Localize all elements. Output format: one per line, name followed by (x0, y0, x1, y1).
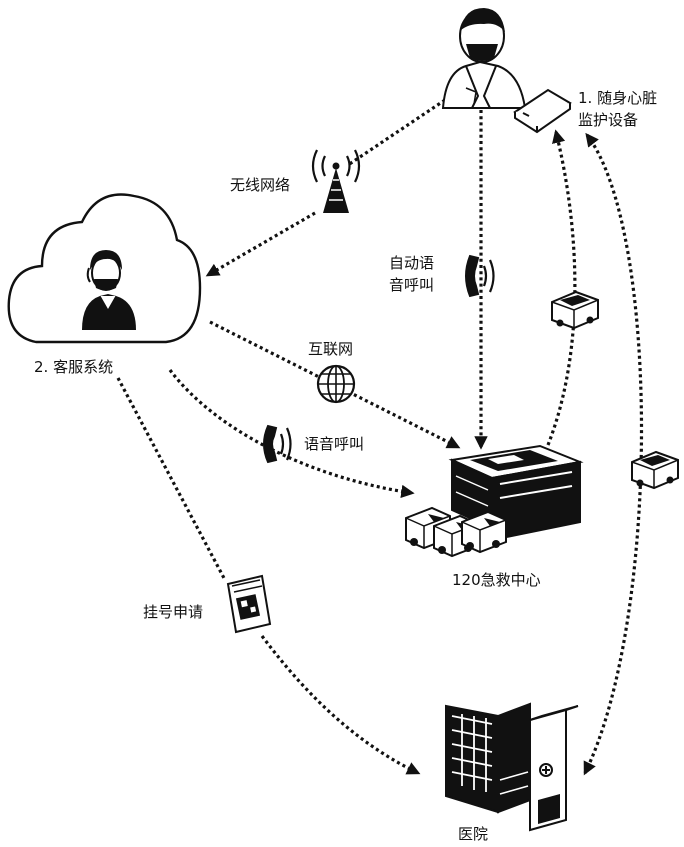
monitor-device-label-line2: 监护设备 (578, 111, 638, 129)
radio-tower-icon (313, 150, 359, 213)
arrow-tower-to-cloud (208, 213, 315, 275)
arrow-cloud-to-registration (118, 378, 225, 580)
arrow-emergency-to-device (548, 132, 575, 445)
arrow-cloud-voice-to-emergency (170, 370, 412, 493)
auto-voice-call-label-line2: 音呼叫 (389, 276, 434, 294)
auto-voice-call-label: 自动语 (389, 254, 434, 272)
ambulance-icon (552, 292, 598, 328)
wireless-network-label: 无线网络 (230, 176, 290, 194)
hospital-building-icon (446, 704, 578, 830)
registration-request-label: 挂号申请 (143, 603, 203, 621)
phone-handset-icon (264, 426, 291, 462)
globe-icon (318, 366, 354, 402)
internet-label: 互联网 (308, 340, 353, 358)
arrow-registration-to-hospital (262, 636, 418, 773)
ambulance-icon (632, 452, 678, 488)
voice-call-label: 语音呼叫 (304, 435, 364, 453)
patient-icon (443, 8, 525, 108)
connectors (118, 100, 642, 773)
hospital-label: 医院 (458, 825, 488, 843)
ambulance-fleet-icon (406, 508, 506, 556)
arrow-device-to-hospital (585, 135, 642, 773)
arrow-patient-to-tower (348, 100, 445, 165)
emergency-center-label: 120急救中心 (452, 571, 541, 589)
monitor-device-label: 1. 随身心脏 (578, 89, 657, 107)
service-system-label: 2. 客服系统 (34, 358, 113, 376)
registration-form-icon (228, 576, 270, 632)
